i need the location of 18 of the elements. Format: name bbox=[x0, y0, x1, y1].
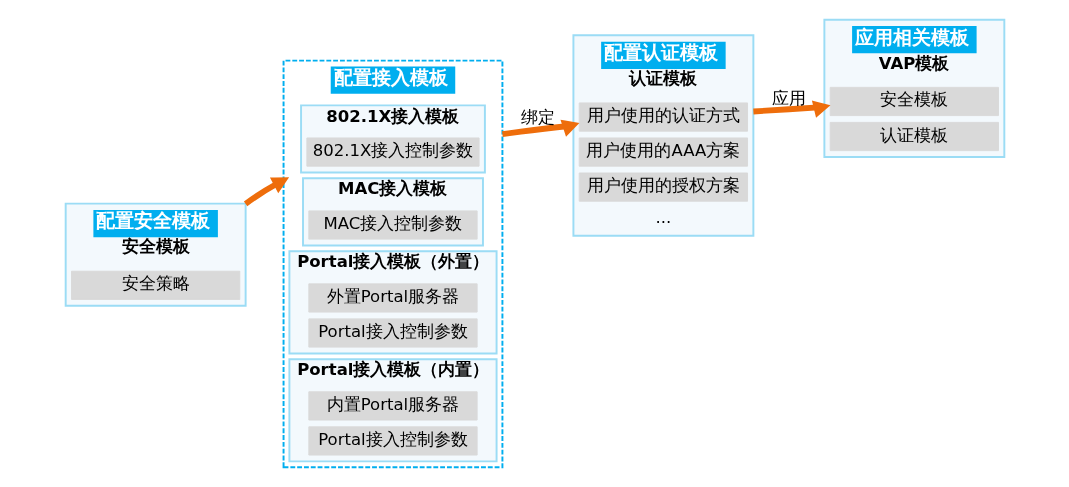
node-box: Portal接入控制参数 bbox=[307, 318, 478, 348]
node-box: 认证模板 bbox=[829, 121, 999, 152]
node-box: 内置Portal服务器 bbox=[307, 391, 478, 421]
node-box: 用户使用的认证方式 bbox=[578, 102, 748, 132]
node-box: 用户使用的授权方案 bbox=[578, 172, 748, 202]
edge-label: 绑定 bbox=[520, 108, 555, 128]
node-box: 外置Portal服务器 bbox=[307, 283, 478, 313]
node-box: 安全策略 bbox=[70, 270, 240, 300]
node-box: Portal接入控制参数 bbox=[307, 426, 478, 456]
arrow bbox=[752, 100, 830, 118]
arrow bbox=[243, 177, 289, 207]
node-box: 用户使用的AAA方案 bbox=[578, 137, 748, 167]
arrow bbox=[501, 119, 579, 138]
node-box: 802.1X接入控制参数 bbox=[305, 137, 480, 167]
edge-label: 应用 bbox=[771, 89, 806, 109]
node-box: 安全模板 bbox=[829, 86, 999, 117]
node-box: MAC接入控制参数 bbox=[307, 210, 478, 240]
label: ... bbox=[655, 208, 671, 228]
